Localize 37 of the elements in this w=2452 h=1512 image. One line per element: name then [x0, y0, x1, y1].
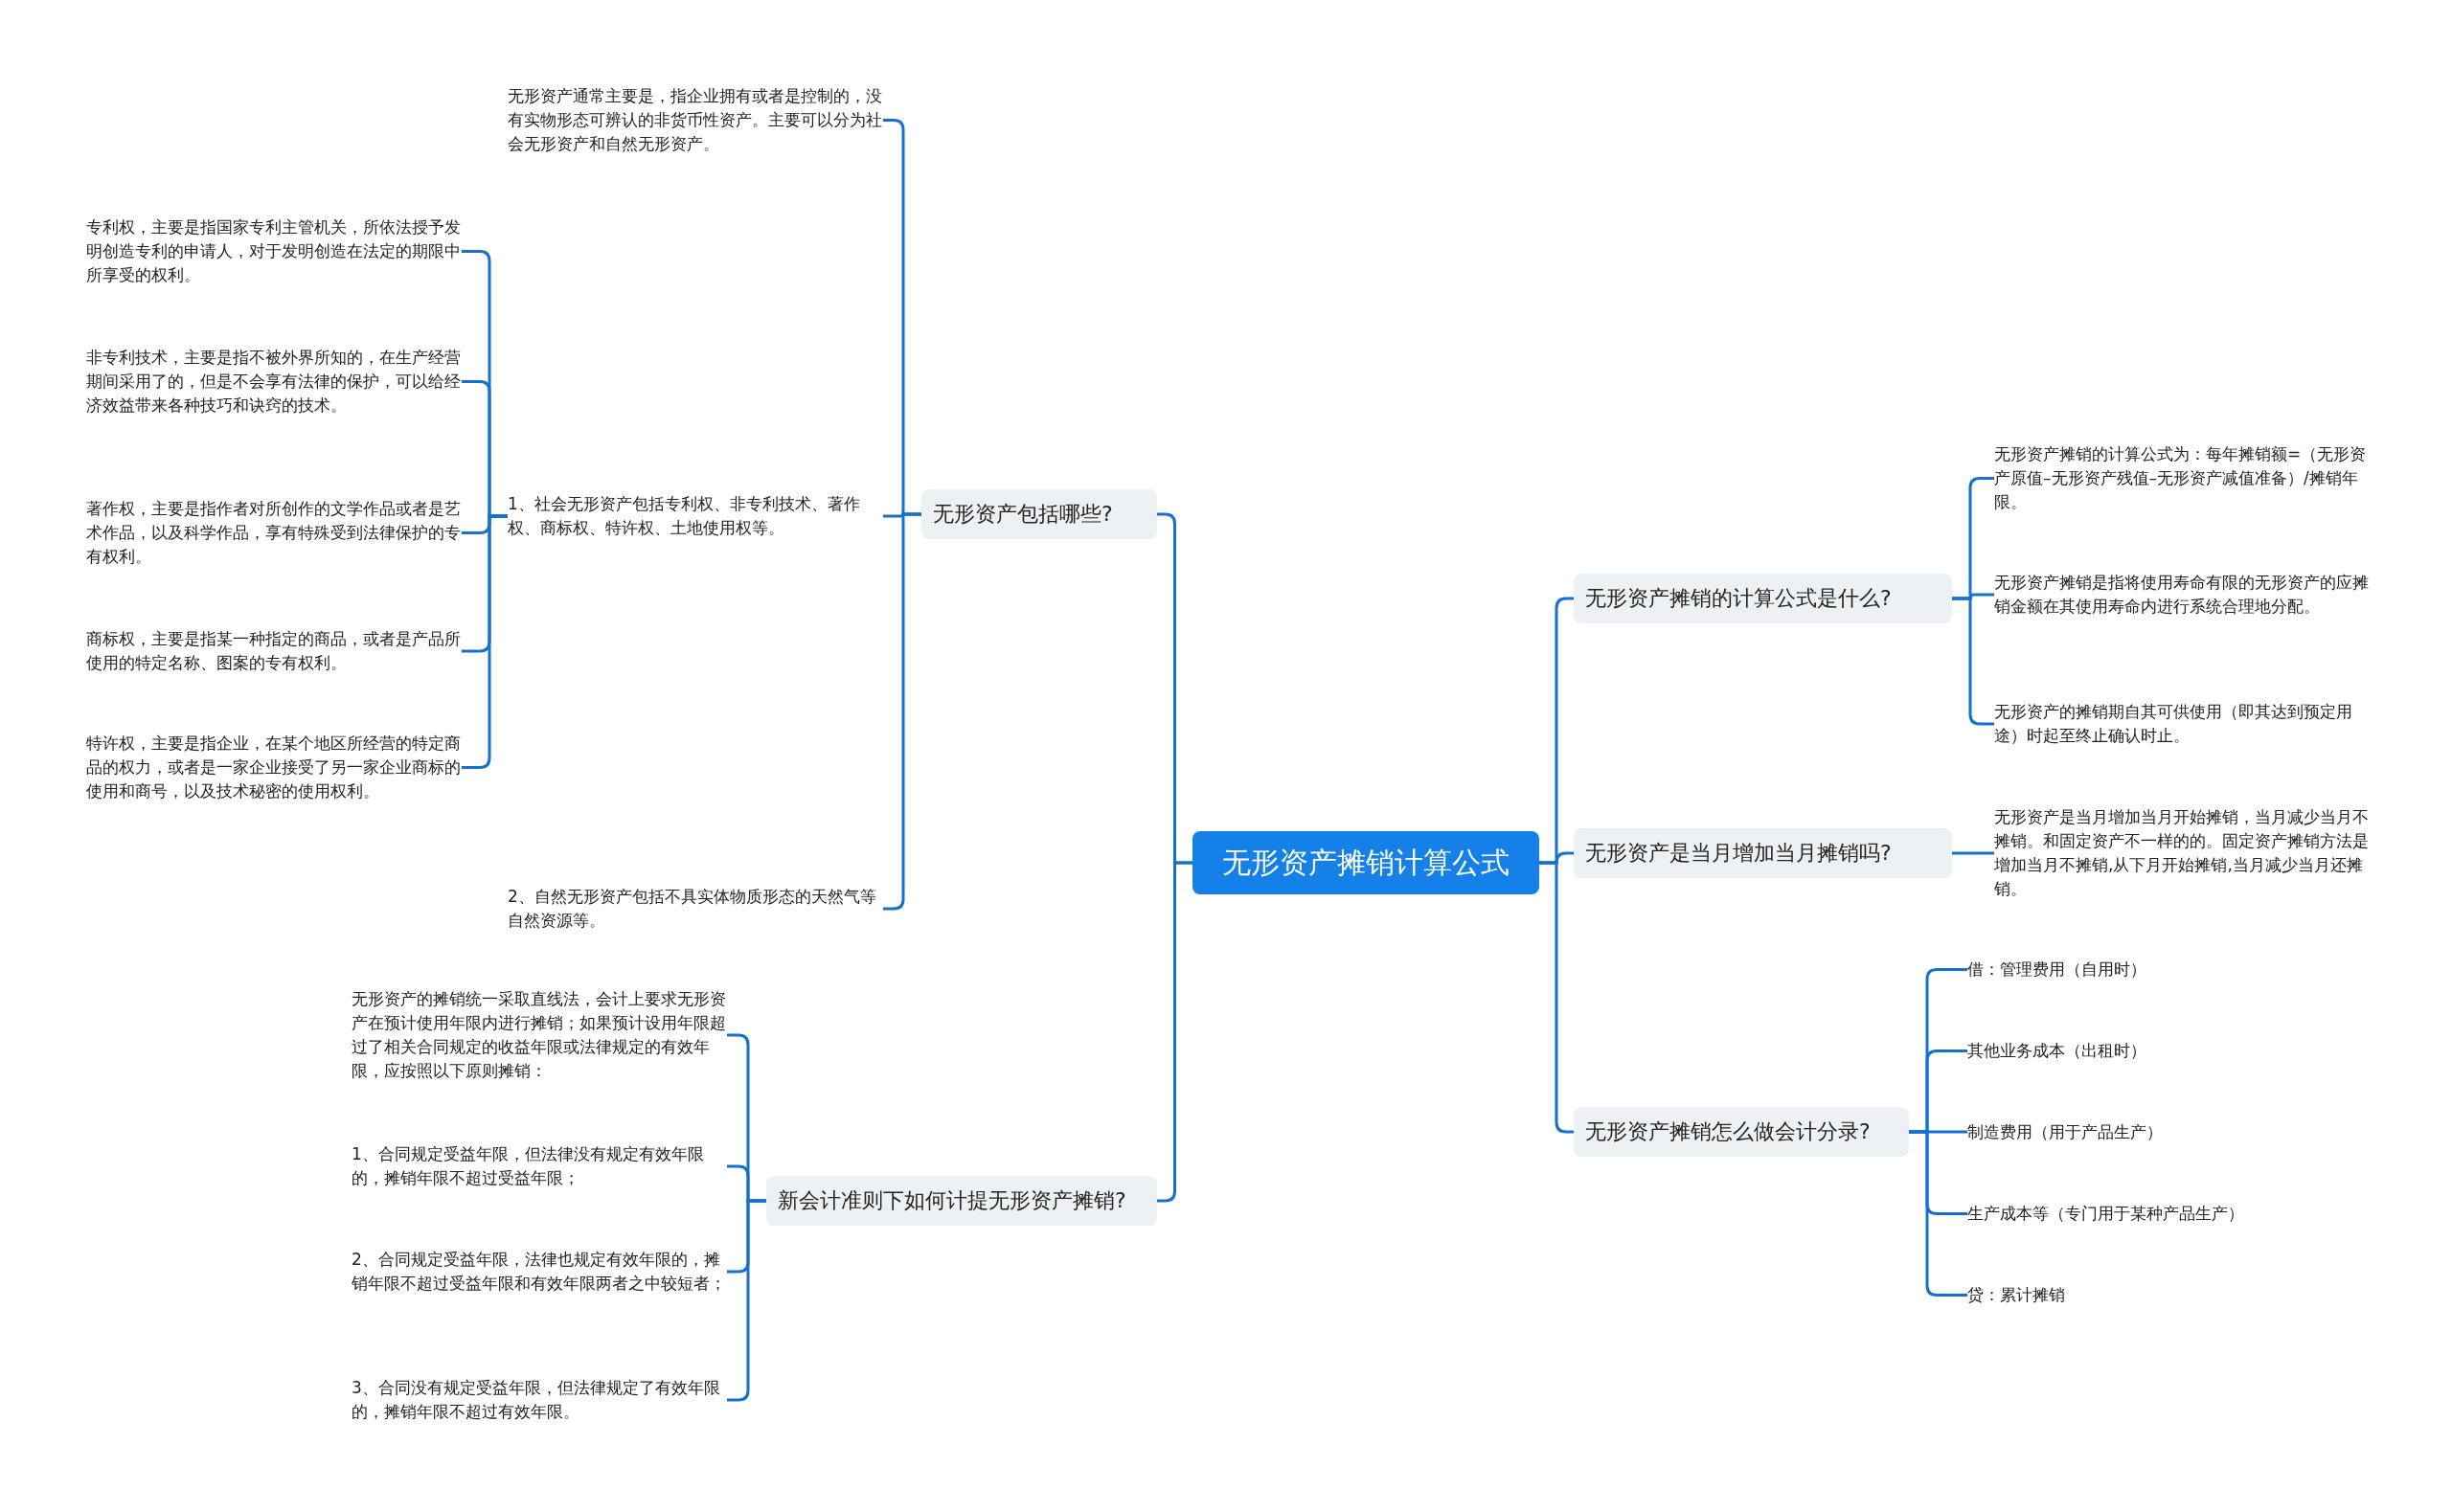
note-text: 2、自然无形资产包括不具实体物质形态的天然气等自然资源等。 — [508, 886, 877, 932]
note-text: 专利权，主要是指国家专利主管机关，所依法授予发明创造专利的申请人，对于发明创造在法定的期限中所享受的权利。 — [86, 216, 462, 286]
topic-text: 无形资产是当月增加当月摊销吗? — [1585, 840, 1893, 867]
note-text: 2、合同规定受益年限，法律也规定有效年限的，摊销年限不超过受益年限和有效年限两者之中较短者； — [352, 1249, 727, 1295]
note-text: 1、合同规定受益年限，但法律没有规定有效年限的，摊销年限不超过受益年限； — [352, 1143, 705, 1189]
note-text: 3、合同没有规定受益年限，但法律规定了有效年限的，摊销年限不超过有效年限。 — [352, 1377, 721, 1423]
topic-box — [1574, 1107, 1909, 1157]
topic-text: 无形资产摊销计算公式 — [1221, 845, 1510, 881]
note-text: 特许权，主要是指企业，在某个地区所经营的特定商品的权力，或者是一家企业接受了另一家企业商标的使用和商号，以及技术秘密的使用权利。 — [86, 733, 462, 802]
note-text: 著作权，主要是指作者对所创作的文学作品或者是艺术作品，以及科学作品，享有特殊受到法律保护的专有权利。 — [86, 498, 462, 568]
note-text: 无形资产通常主要是，指企业拥有或者是控制的，没有实物形态可辨认的非货币性资产。主要可以分为社会无形资产和自然无形资产。 — [508, 85, 883, 155]
topic-box — [1574, 574, 1952, 623]
note-text: 生产成本等（专门用于某种产品生产） — [1967, 1203, 2245, 1225]
topic-box — [1574, 828, 1952, 878]
note-text: 其他业务成本（出租时） — [1967, 1040, 2147, 1062]
topic-text: 无形资产摊销的计算公式是什么? — [1585, 585, 1893, 612]
central-topic-box — [1192, 831, 1539, 894]
note-text: 无形资产是当月增加当月开始摊销，当月减少当月不摊销。和固定资产不一样的的。固定资产摊销方法是增加当月不摊销,从下月开始摊销,当月减少当月还摊销。 — [1994, 806, 2370, 900]
note-text: 商标权，主要是指某一种指定的商品，或者是产品所使用的特定名称、图案的专有权利。 — [86, 628, 462, 674]
topic-box — [921, 489, 1157, 539]
topic-text: 无形资产包括哪些? — [933, 501, 1114, 528]
note-text: 制造费用（用于产品生产） — [1967, 1121, 2164, 1143]
connector-line — [1157, 861, 1192, 1203]
note-text: 无形资产摊销是指将使用寿命有限的无形资产的应摊销金额在其使用寿命内进行系统合理地分配。 — [1994, 572, 2370, 618]
connector-line — [1539, 861, 1574, 1134]
topic-box — [766, 1176, 1157, 1226]
topic-text: 无形资产摊销怎么做会计分录? — [1585, 1118, 1872, 1145]
note-text: 无形资产的摊销期自其可供使用（即其达到预定用途）时起至终止确认时止。 — [1994, 701, 2353, 747]
connector-line — [1909, 1130, 1967, 1297]
topic-text: 新会计准则下如何计提无形资产摊销? — [778, 1187, 1127, 1214]
note-text: 无形资产摊销的计算公式为：每年摊销额=（无形资产原值–无形资产残值–无形资产减值准备）/摊销年限。 — [1994, 443, 2368, 513]
note-text: 1、社会无形资产包括专利权、非专利技术、著作权、商标权、特许权、土地使用权等。 — [508, 493, 861, 539]
connector-line — [1952, 851, 1994, 855]
note-text: 贷：累计摊销 — [1967, 1284, 2066, 1306]
note-text: 非专利技术，主要是指不被外界所知的，在生产经营期间采用了的，但是不会享有法律的保护，可以给经济效益带来各种技巧和诀窍的技术。 — [86, 347, 462, 417]
note-text: 借：管理费用（自用时） — [1967, 959, 2147, 981]
note-text: 无形资产的摊销统一采取直线法，会计上要求无形资产在预计使用年限内进行摊销；如果预计设用年限超过了相关合同规定的收益年限或法律规定的有效年限，应按照以下原则摊销： — [352, 988, 727, 1082]
